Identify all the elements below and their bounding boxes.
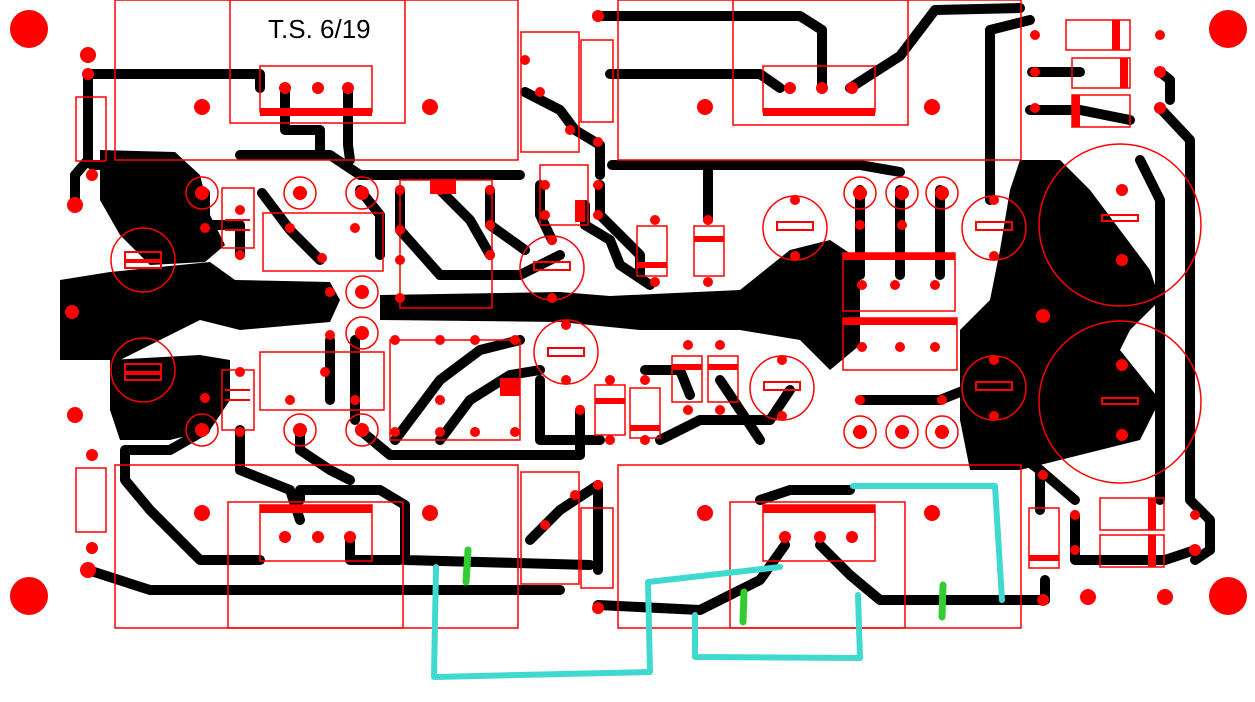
outline-resistor-mid-2	[693, 225, 725, 277]
outline-resistor-left-top	[75, 96, 107, 162]
trace-lower-6	[435, 365, 545, 445]
link-jumper-1	[462, 546, 472, 586]
outline-resistor-r2	[1071, 57, 1131, 89]
ground-pour-lower-left	[110, 355, 230, 440]
jumper-wire-2	[692, 592, 863, 661]
trace-lower-13	[715, 375, 765, 445]
trace-top-edge	[593, 11, 827, 93]
trace-lower-5	[390, 335, 525, 445]
outline-resistor-center-top	[580, 39, 614, 123]
trace-mid-3	[355, 185, 385, 260]
copper-layer	[60, 3, 1215, 615]
jumper-wires	[431, 483, 1005, 680]
mounting-hole-bl	[10, 577, 48, 615]
outline-top-right-inner	[732, 0, 909, 126]
outline-resistor-r1	[1065, 19, 1131, 51]
link-jumper-3	[938, 581, 947, 621]
mounting-hole-br	[1209, 577, 1247, 615]
pads	[10, 10, 1247, 615]
trace-bottom-3	[295, 485, 595, 570]
outline-resistor-left-bottom	[75, 467, 107, 533]
jumper-wire-1	[431, 564, 783, 680]
mounting-hole-tl	[10, 10, 48, 48]
outline-cap-film-tc	[520, 31, 580, 153]
outline-top-left-inner	[229, 0, 406, 124]
outline-cap-film-bc	[520, 471, 580, 585]
trace-lower-12	[655, 385, 795, 445]
outline-resistor-r5	[1099, 534, 1165, 568]
power-bus-center	[380, 240, 860, 370]
trace-lower-9	[535, 375, 605, 445]
outline-bottom-right-inner	[729, 501, 906, 629]
trace-mid-6	[485, 185, 530, 255]
outline-cap-left-upper	[110, 227, 176, 293]
ground-pour-left	[60, 262, 340, 360]
trace-right-9	[1135, 155, 1165, 505]
trace-top-right-bus	[605, 69, 785, 93]
outline-resistor-mid-5	[671, 355, 703, 403]
outline-resistor-mid-3	[594, 384, 626, 436]
board-label: T.S. 6/19	[268, 14, 371, 44]
trace-lower-16	[525, 480, 603, 545]
outline-resistor-top-center	[539, 164, 589, 226]
outline-cap-left-lower	[110, 337, 176, 403]
outline-resistor-right-bottom	[1028, 507, 1060, 569]
trace-center-5	[607, 160, 905, 177]
outline-cap-film-ul	[221, 187, 255, 249]
trace-tl-1	[235, 150, 525, 180]
trace-bottom-8	[1070, 510, 1200, 565]
trace-lower-3	[295, 425, 355, 485]
trace-tl-3	[343, 83, 355, 165]
trace-bottom-1	[83, 565, 565, 595]
outline-resistor-r4	[1099, 497, 1165, 531]
trace-lower-11	[640, 365, 695, 400]
trace-bottom-2	[345, 535, 405, 565]
outline-bottom-left-inner	[227, 501, 404, 629]
outline-resistor-mid-6	[707, 355, 739, 403]
cap-symbols	[124, 214, 1139, 405]
component-bodies	[260, 20, 1156, 567]
outline-top-left-module	[114, 0, 519, 161]
trace-top-bus	[83, 69, 265, 93]
trace-left-vertical	[70, 69, 93, 210]
outline-resistor-mid-1	[636, 225, 668, 277]
trace-bottom-6	[815, 540, 1050, 605]
outline-ic-upper-left	[262, 212, 384, 272]
trace-bottom-5	[755, 485, 855, 505]
ground-pour-right	[960, 160, 1160, 470]
link-jumper-2	[739, 588, 748, 626]
outline-cap-big-lower	[1038, 320, 1202, 484]
trace-center-1	[520, 87, 605, 180]
trace-tl-2	[280, 83, 325, 160]
outline-cap-big-upper	[1038, 143, 1202, 307]
trace-right-4	[985, 15, 1035, 205]
trace-lower-4	[355, 425, 585, 460]
trace-lower-1	[120, 425, 265, 565]
link-jumpers	[462, 546, 947, 626]
trace-right-7	[1155, 103, 1215, 565]
pad-rings	[185, 176, 959, 449]
jumper-wire-3	[850, 483, 1005, 603]
mounting-hole-tr	[1209, 10, 1247, 48]
trace-mid-5	[435, 185, 495, 260]
outline-ic-lower-left	[259, 351, 385, 411]
outline-resistor-center-bottom	[580, 507, 614, 589]
outline-top-right-module	[617, 0, 1022, 161]
